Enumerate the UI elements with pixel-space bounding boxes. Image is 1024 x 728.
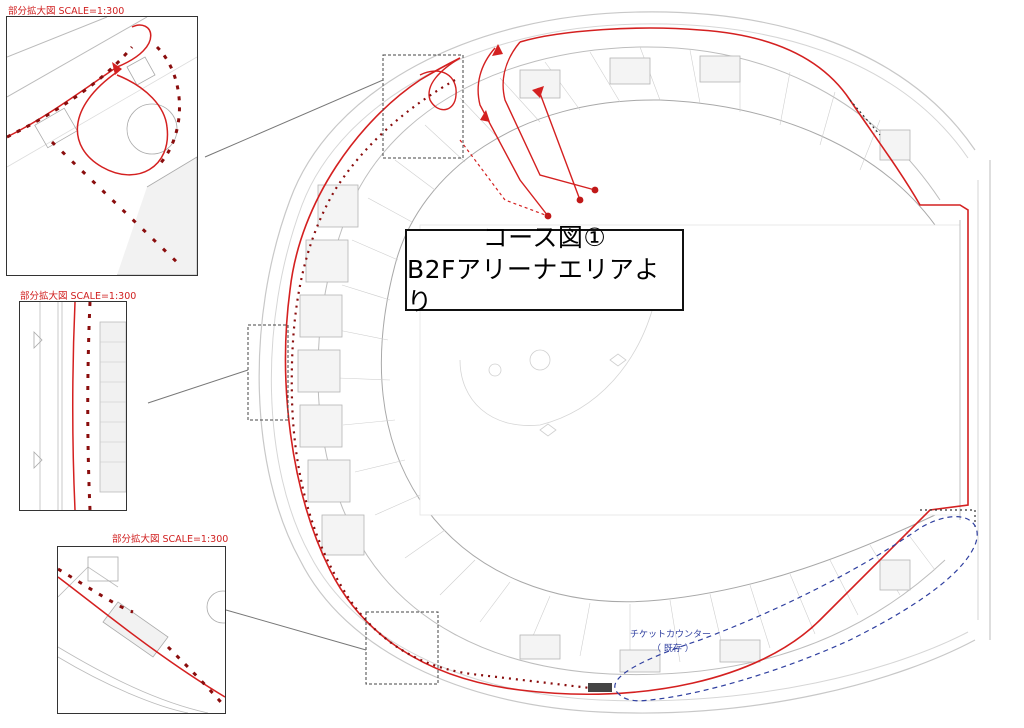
route-stand-3: [537, 87, 581, 201]
inset-title-3: 部分拡大図 SCALE=1:300: [112, 534, 229, 545]
field-edge: [380, 99, 936, 603]
inset-2: [19, 301, 127, 511]
pitchers-mound: [529, 349, 551, 371]
ticket-counter-outline: [614, 516, 978, 702]
ticket-counter-block: [588, 683, 612, 692]
concourse-rooms: [297, 55, 911, 673]
leader-line-2: [147, 369, 249, 404]
inset-3-drawing: [58, 556, 225, 713]
inset-title-2: 部分拡大図 SCALE=1:300: [20, 291, 137, 302]
leader-line-3: [225, 609, 367, 651]
ticket-counter-sublabel: （ 既存 ）: [652, 644, 694, 654]
route-stand-2: [477, 47, 549, 217]
ticket-counter-label: チケットカウンター: [630, 630, 712, 640]
route-loop: [419, 57, 461, 111]
inset-3: [57, 546, 226, 714]
focus-box-2: [247, 324, 289, 421]
focus-box-3: [365, 611, 439, 685]
inset-2-drawing: [33, 302, 126, 510]
outer-shell: [258, 11, 976, 714]
focus-box-1: [382, 54, 464, 159]
route-main: [284, 27, 969, 696]
inset-1: [6, 16, 198, 276]
course-title-box: コース図① B2Fアリーナエリアより: [405, 223, 684, 316]
route-stand-1: [502, 41, 596, 191]
course-title-line1: コース図①: [482, 223, 607, 252]
course-title-line2: B2Fアリーナエリアより: [407, 255, 660, 316]
leader-line-1: [204, 79, 384, 158]
inset-title-1: 部分拡大図 SCALE=1:300: [8, 6, 125, 17]
infield-arc: [459, 299, 656, 426]
inset-1-drawing: [7, 17, 197, 275]
